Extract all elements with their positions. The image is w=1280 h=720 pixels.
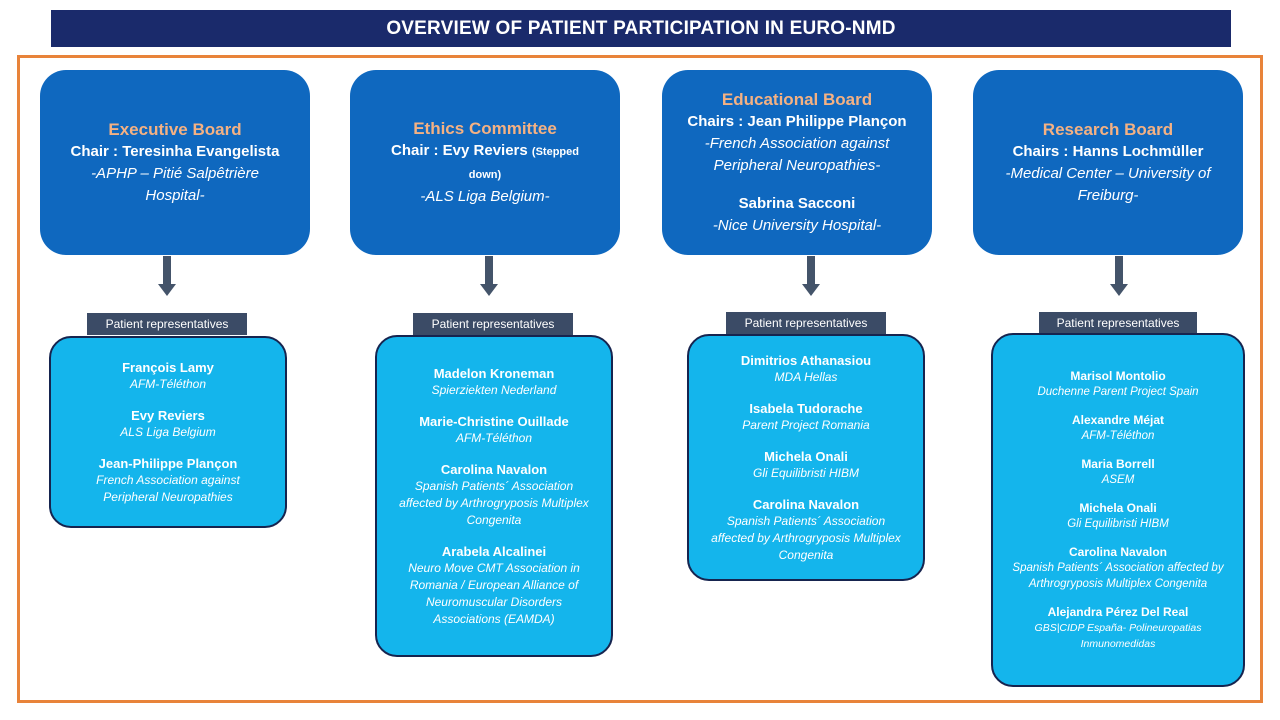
- board-chair-name: Chair : Evy Reviers: [391, 141, 528, 159]
- patient-representatives-label: Patient representatives: [413, 313, 573, 335]
- representatives-box-ethics: Madelon Kroneman Spierziekten Nederland …: [375, 335, 613, 657]
- arrow-down-icon: [1110, 256, 1128, 296]
- ethics-committee: Ethics Committee Chair : Evy Reviers (St…: [350, 70, 620, 255]
- list-item: Maria Borrell ASEM: [1081, 456, 1154, 488]
- list-item: Carolina Navalon Spanish Patients´ Assoc…: [1011, 544, 1226, 592]
- list-item: François Lamy AFM-Téléthon: [122, 359, 214, 393]
- member-name: Maria Borrell: [1081, 457, 1155, 471]
- patient-representatives-label: Patient representatives: [1039, 312, 1197, 334]
- research-board: Research Board Chairs : Hanns Lochmüller…: [973, 70, 1243, 255]
- member-name: Marisol Montolio: [1070, 369, 1166, 383]
- list-item: Marie-Christine Ouillade AFM-Téléthon: [419, 413, 569, 447]
- board-org: -APHP – Pitié Salpêtrière Hospital-: [91, 164, 259, 204]
- board-chair: Chair : Teresinha Evangelista: [70, 142, 280, 160]
- arrow-down-icon: [802, 256, 820, 296]
- member-org: Parent Project Romania: [742, 417, 870, 432]
- executive-board: Executive Board Chair : Teresinha Evange…: [40, 70, 310, 255]
- list-item: Dimitrios Athanasiou MDA Hellas: [741, 352, 871, 386]
- member-name: Jean-Philippe Plançon: [98, 455, 238, 471]
- list-item: Carolina Navalon Spanish Patients´ Assoc…: [394, 461, 594, 529]
- member-name: Evy Reviers: [131, 407, 205, 423]
- patient-representatives-label: Patient representatives: [726, 312, 886, 334]
- member-org: MDA Hellas: [774, 369, 838, 384]
- member-org: AFM-Téléthon: [455, 430, 532, 445]
- content-frame: [17, 55, 1263, 703]
- member-name: Carolina Navalon: [440, 461, 548, 477]
- member-name: Arabela Alcalinei: [441, 543, 547, 559]
- member-org: Gli Equilibristi HIBM: [1067, 518, 1169, 530]
- list-item: Michela Onali Gli Equilibristi HIBM: [753, 448, 859, 482]
- member-name: François Lamy: [122, 359, 214, 375]
- arrow-down-icon: [480, 256, 498, 296]
- board-second-org: -Nice University Hospital-: [712, 216, 882, 234]
- member-org: Spierziekten Nederland: [431, 382, 557, 397]
- member-name: Alexandre Méjat: [1071, 413, 1165, 427]
- member-name: Michela Onali: [764, 448, 848, 464]
- member-org: AFM-Téléthon: [129, 376, 206, 391]
- member-name: Madelon Kroneman: [433, 365, 555, 381]
- patient-representatives-label: Patient representatives: [87, 313, 247, 335]
- board-title: Research Board: [1042, 119, 1174, 139]
- list-item: Isabela Tudorache Parent Project Romania: [742, 400, 869, 434]
- representatives-box-educational: Dimitrios Athanasiou MDA Hellas Isabela …: [687, 334, 925, 581]
- board-title: Educational Board: [721, 89, 873, 109]
- list-item: Michela Onali Gli Equilibristi HIBM: [1067, 500, 1169, 532]
- board-title: Executive Board: [108, 119, 242, 139]
- educational-board: Educational Board Chairs : Jean Philippe…: [662, 70, 932, 255]
- list-item: Evy Reviers ALS Liga Belgium: [120, 407, 215, 441]
- representatives-box-research: Marisol Montolio Duchenne Parent Project…: [991, 333, 1245, 687]
- page-title: OVERVIEW OF PATIENT PARTICIPATION IN EUR…: [51, 10, 1231, 47]
- member-name: Isabela Tudorache: [749, 400, 863, 416]
- board-second-chair: Sabrina Sacconi: [738, 194, 856, 212]
- list-item: Arabela Alcalinei Neuro Move CMT Associa…: [394, 543, 594, 628]
- member-org: Spanish Patients´ Association affected b…: [399, 478, 589, 527]
- board-chair: Chairs : Jean Philippe Plançon: [687, 112, 907, 130]
- member-org: Duchenne Parent Project Spain: [1037, 386, 1199, 398]
- member-org: ALS Liga Belgium: [120, 424, 216, 439]
- member-org: GBS|CIDP España- Polineuropatias Inmunom…: [1034, 622, 1202, 650]
- member-org: Spanish Patients´ Association affected b…: [1012, 562, 1224, 590]
- member-name: Marie-Christine Ouillade: [419, 413, 569, 429]
- member-org: Gli Equilibristi HIBM: [752, 465, 860, 480]
- board-org: -Medical Center – University of Freiburg…: [1005, 164, 1211, 204]
- board-chair-note: (Stepped down): [468, 145, 579, 181]
- member-org: French Association against Peripheral Ne…: [96, 472, 240, 504]
- board-org: -French Association against Peripheral N…: [704, 134, 890, 174]
- list-item: Marisol Montolio Duchenne Parent Project…: [1037, 368, 1198, 400]
- representatives-box-executive: François Lamy AFM-Téléthon Evy Reviers A…: [49, 336, 287, 528]
- member-org: Spanish Patients´ Association affected b…: [711, 513, 901, 562]
- member-name: Alejandra Pérez Del Real: [1047, 605, 1189, 619]
- member-org: AFM-Téléthon: [1081, 430, 1155, 442]
- board-chair: Chairs : Hanns Lochmüller: [1012, 142, 1204, 160]
- list-item: Alexandre Méjat AFM-Téléthon: [1072, 412, 1164, 444]
- member-name: Dimitrios Athanasiou: [740, 352, 872, 368]
- board-title: Ethics Committee: [413, 118, 557, 138]
- member-name: Carolina Navalon: [752, 496, 860, 512]
- member-name: Carolina Navalon: [1068, 545, 1168, 559]
- board-chair: Chair : Evy Reviers (Stepped down): [375, 140, 595, 186]
- list-item: Jean-Philippe Plançon French Association…: [78, 455, 258, 506]
- list-item: Carolina Navalon Spanish Patients´ Assoc…: [706, 496, 906, 564]
- board-org: -ALS Liga Belgium-: [420, 187, 550, 205]
- member-name: Michela Onali: [1079, 501, 1157, 515]
- list-item: Madelon Kroneman Spierziekten Nederland: [432, 365, 557, 399]
- member-org: Neuro Move CMT Association in Romania / …: [408, 560, 580, 626]
- arrow-down-icon: [158, 256, 176, 296]
- list-item: Alejandra Pérez Del Real GBS|CIDP España…: [1023, 604, 1213, 652]
- member-org: ASEM: [1101, 474, 1135, 486]
